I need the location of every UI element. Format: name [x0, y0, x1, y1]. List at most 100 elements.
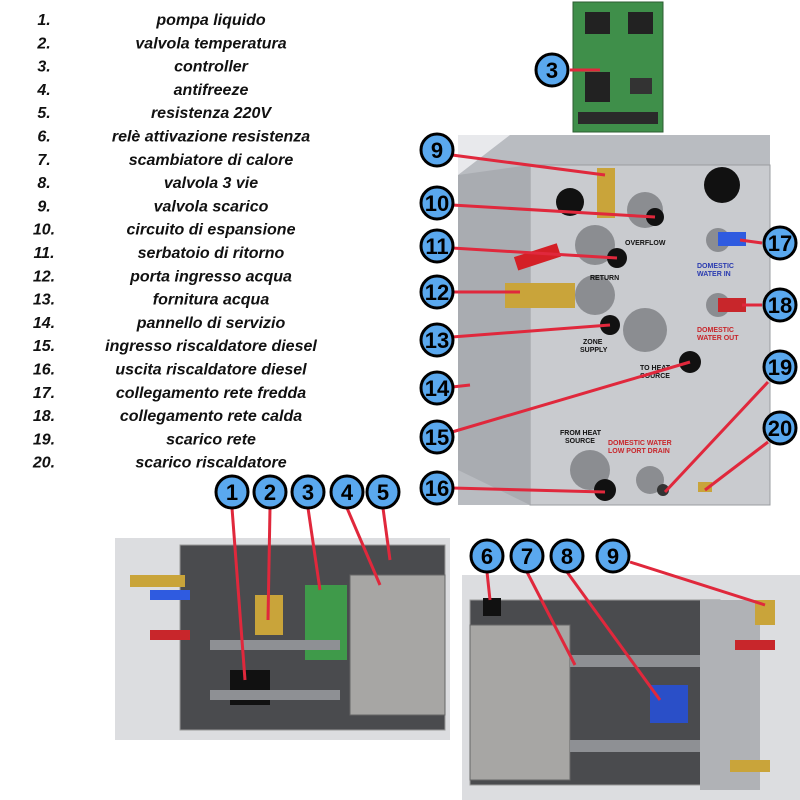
badge-number: 9	[431, 138, 443, 163]
badge-number: 13	[425, 328, 449, 353]
label-from-heat-2: SOURCE	[565, 438, 595, 445]
callout-badge: 18	[762, 287, 798, 323]
badge-circle	[419, 322, 455, 358]
legend-item: 2.valvola temperatura	[36, 35, 286, 52]
badge-circle	[419, 470, 455, 506]
legend-list: 1.pompa liquido 2.valvola temperatura 3.co…	[32, 12, 318, 472]
callout-badge: 10	[419, 185, 455, 221]
badge-number: 3	[546, 58, 558, 83]
legend-label: collegamento rete fredda	[116, 385, 306, 402]
label-zone-supply: ZONE	[583, 339, 603, 346]
controller-pcb-photo	[572, 1, 664, 133]
badge-circle	[419, 132, 455, 168]
legend-number: 18.	[33, 408, 55, 425]
label-drain-2: LOW PORT DRAIN	[608, 448, 670, 455]
legend-label: valvola temperatura	[135, 35, 286, 52]
badge-number: 4	[341, 480, 354, 505]
badge-circle	[762, 410, 798, 446]
legend-item: 12.porta ingresso acqua	[33, 268, 292, 285]
callout-badge: 17	[762, 225, 798, 261]
badge-circle	[469, 538, 505, 574]
callout-badge: 5	[365, 474, 401, 510]
legend-number: 12.	[33, 268, 55, 285]
legend-item: 1.pompa liquido	[37, 12, 266, 29]
legend-item: 3.controller	[37, 59, 248, 76]
legend-label: pompa liquido	[155, 12, 266, 29]
label-overflow: OVERFLOW	[625, 240, 666, 247]
label-domestic-in: DOMESTIC	[697, 263, 734, 270]
badge-number: 7	[521, 544, 533, 569]
legend-label: circuito di espansione	[127, 222, 296, 239]
legend-number: 4.	[36, 82, 50, 99]
badge-circle	[534, 52, 570, 88]
legend-item: 9. valvola scarico	[37, 198, 268, 215]
badge-number: 10	[425, 191, 449, 216]
badge-circle	[365, 474, 401, 510]
legend-label: serbatoio di ritorno	[138, 245, 285, 262]
badge-number: 9	[607, 544, 619, 569]
badge-number: 3	[302, 480, 314, 505]
open-unit-left-photo	[115, 538, 450, 740]
legend-item: 11.serbatoio di ritorno	[33, 245, 284, 262]
badge-circle	[329, 474, 365, 510]
legend-label: uscita riscaldatore diesel	[115, 362, 307, 379]
label-return: RETURN	[590, 275, 619, 282]
legend-item: 5.resistenza 220V	[37, 105, 272, 122]
badge-circle	[549, 538, 585, 574]
badge-circle	[762, 349, 798, 385]
legend-item: 17. collegamento rete fredda	[33, 385, 306, 402]
callout-badge: 2	[252, 474, 288, 510]
legend-item: 18.collegamento rete calda	[33, 408, 302, 425]
badge-circle	[290, 474, 326, 510]
legend-item: 8.valvola 3 vie	[37, 175, 258, 192]
callout-badge: 14	[419, 370, 455, 406]
legend-label: pannello di servizio	[136, 315, 286, 332]
callout-badge: 1	[214, 474, 250, 510]
callout-badge: 19	[762, 349, 798, 385]
badge-circle	[595, 538, 631, 574]
badge-number: 2	[264, 480, 276, 505]
badge-number: 1	[226, 480, 238, 505]
legend-number: 7.	[37, 152, 50, 169]
legend-number: 9.	[37, 198, 50, 215]
legend-item: 10. circuito di espansione	[33, 222, 296, 239]
label-drain: DOMESTIC WATER	[608, 440, 672, 447]
badge-number: 15	[425, 425, 449, 450]
legend-label: valvola scarico	[154, 198, 269, 215]
callout-badge: 6	[469, 538, 505, 574]
legend-number: 10.	[33, 222, 55, 239]
badge-number: 19	[768, 355, 792, 380]
callout-badge: 3	[290, 474, 326, 510]
label-from-heat: FROM HEAT	[560, 430, 602, 437]
label-domestic-out-2: WATER OUT	[697, 335, 739, 342]
badge-circle	[509, 538, 545, 574]
legend-number: 20.	[32, 455, 55, 472]
callout-badge: 11	[419, 228, 455, 264]
badge-number: 20	[768, 416, 792, 441]
badge-number: 12	[425, 280, 449, 305]
badge-circle	[419, 185, 455, 221]
callout-badge: 13	[419, 322, 455, 358]
legend-number: 13.	[33, 292, 55, 309]
main-unit-photo: OVERFLOW RETURN ZONE SUPPLY TO HEAT SOUR…	[458, 135, 771, 506]
legend-number: 15.	[33, 338, 55, 355]
legend-number: 17.	[33, 385, 55, 402]
badge-number: 17	[768, 231, 792, 256]
legend-label: relè attivazione resistenza	[112, 129, 310, 146]
badge-circle	[252, 474, 288, 510]
badge-circle	[419, 370, 455, 406]
callout-badge: 16	[419, 470, 455, 506]
legend-number: 5.	[37, 105, 50, 122]
badge-circle	[762, 225, 798, 261]
badge-circle	[419, 228, 455, 264]
badge-circle	[214, 474, 250, 510]
label-domestic-out: DOMESTIC	[697, 327, 734, 334]
badge-number: 16	[425, 476, 449, 501]
legend-number: 19.	[33, 431, 55, 448]
callout-badge: 4	[329, 474, 365, 510]
legend-number: 6.	[37, 129, 50, 146]
legend-item: 15.ingresso riscaldatore diesel	[33, 338, 318, 355]
badge-circle	[762, 287, 798, 323]
